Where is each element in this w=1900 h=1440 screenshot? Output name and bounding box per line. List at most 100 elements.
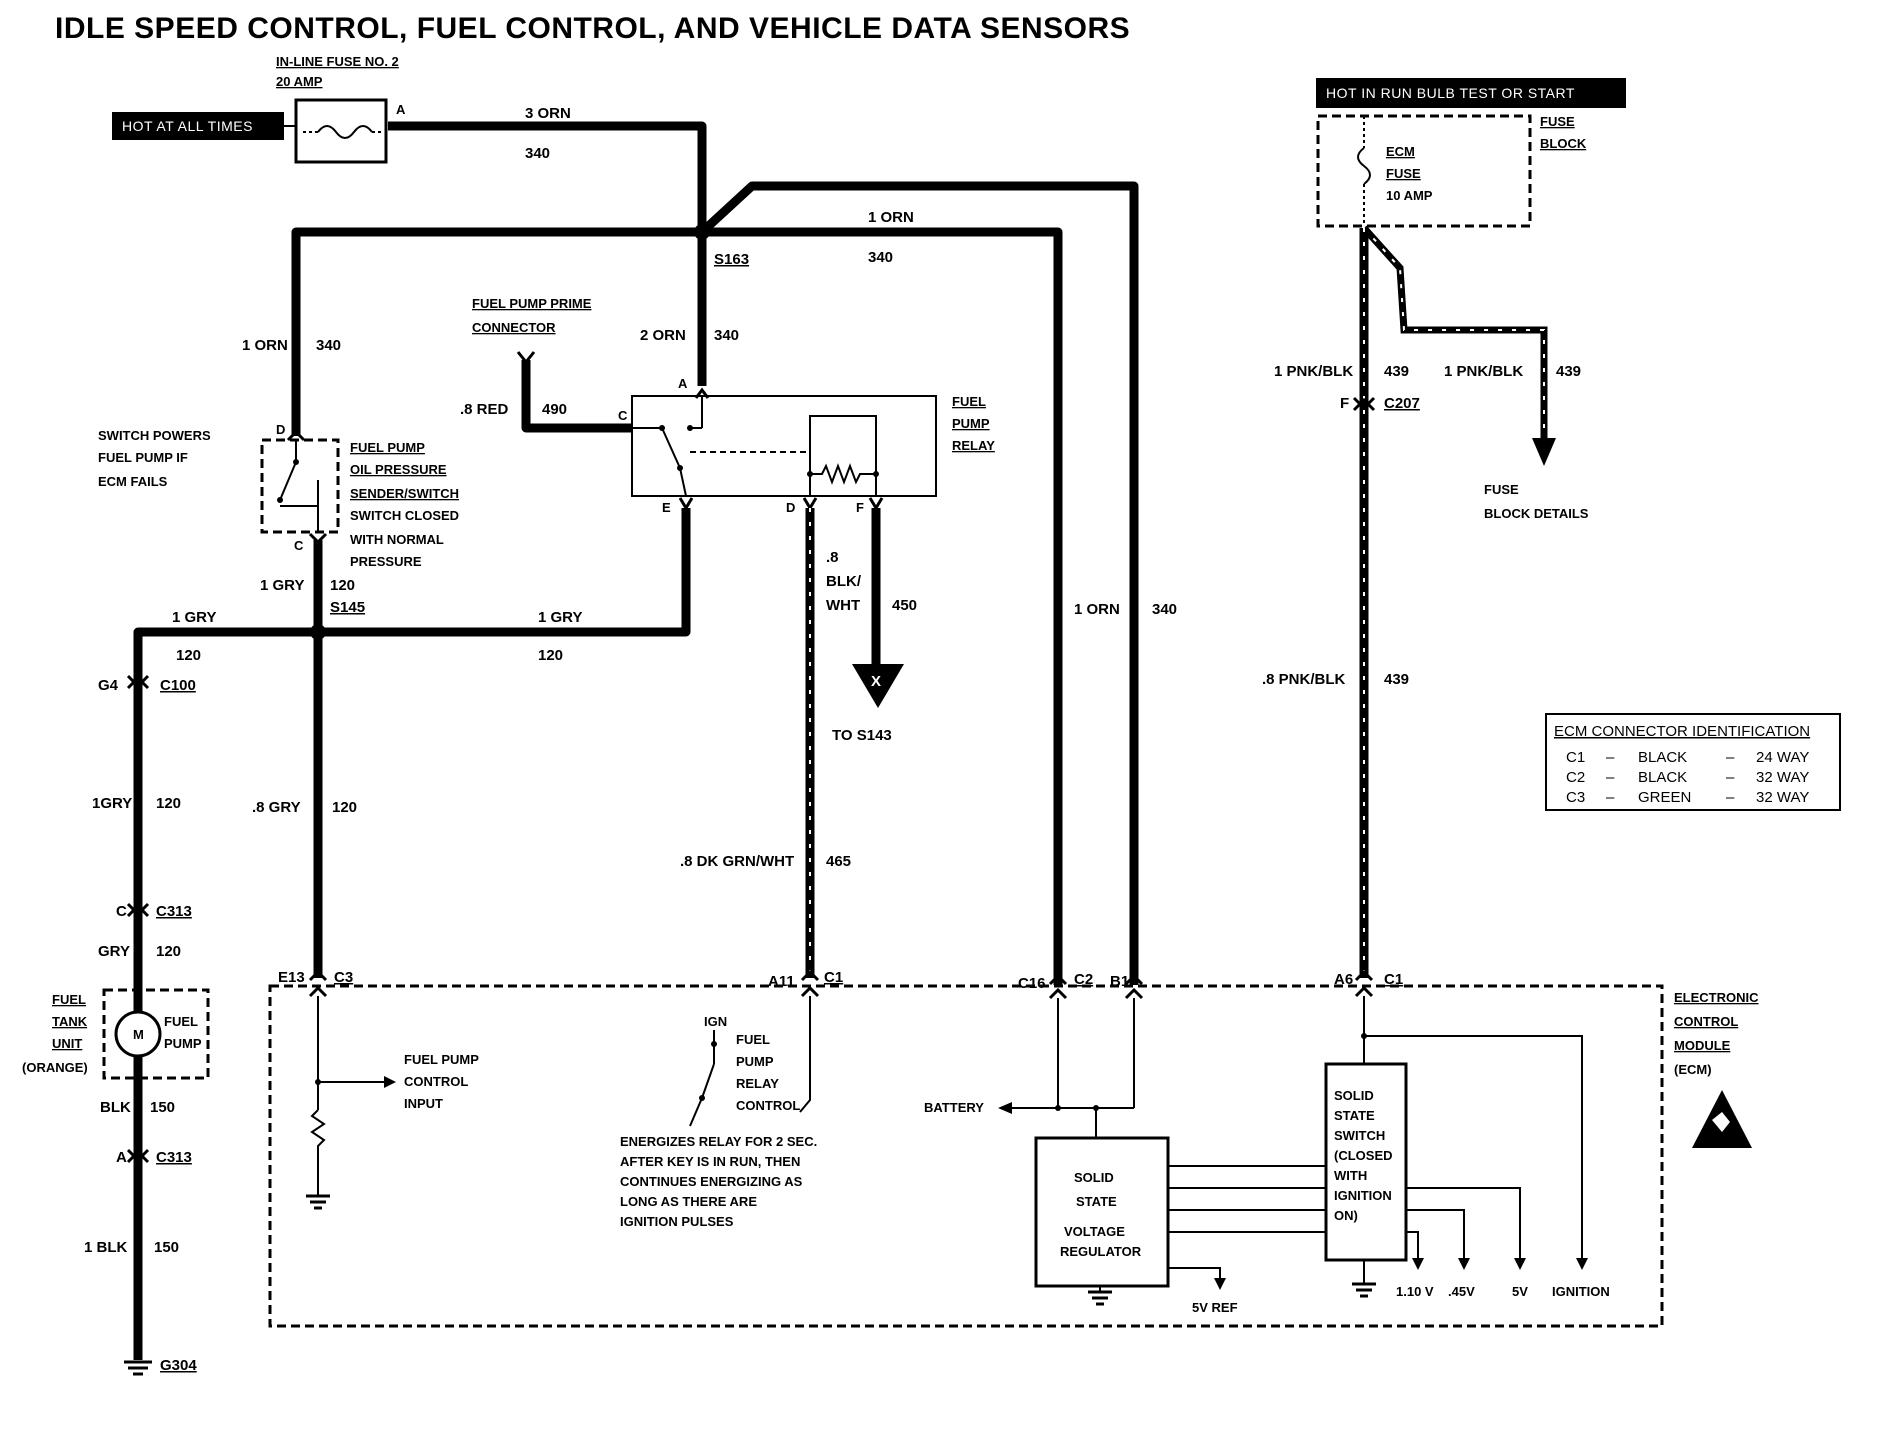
relay-label-2: PUMP [952,416,990,431]
fp-input-label-2: CONTROL [404,1074,468,1089]
ss-switch-label-3: SWITCH [1334,1128,1385,1143]
wire-340-top-label: 340 [868,249,893,266]
solid-state-switch [1324,1062,1408,1262]
relay-control-label-1: FUEL [736,1032,770,1047]
hot-in-run-label: HOT IN RUN BULB TEST OR START [1326,85,1575,101]
relay-control-label-2: PUMP [736,1054,774,1069]
wire-465-label: 465 [826,853,851,870]
wire-1gry-label: 1GRY [92,795,132,812]
svg-text:–: – [1606,749,1615,766]
fuse-block-details-label-2: BLOCK DETAILS [1484,506,1589,521]
output-5v-label: 5V [1512,1284,1528,1299]
ecm-pin-c3-label: C3 [334,969,353,986]
ss-switch-label-4: (CLOSED [1334,1148,1393,1163]
vreg-ground-icon [1088,1286,1112,1306]
wire-blk-label: BLK [100,1099,131,1116]
ecm-name-2: CONTROL [1674,1014,1738,1029]
fuse-block [1316,114,1532,228]
wire-450-label: 450 [892,597,917,614]
ecm-name-1: ELECTRONIC [1674,990,1759,1005]
wire-8-label: .8 [826,549,839,566]
svg-text:BLACK: BLACK [1638,749,1687,766]
hot-at-all-times-banner [112,112,284,140]
wire-8-pnk-blk-label: .8 PNK/BLK [1262,671,1346,688]
ecm-pin-a11-label: A11 [768,973,795,990]
hot-at-all-times-label: HOT AT ALL TIMES [122,118,253,134]
vreg-label-2: STATE [1076,1194,1117,1209]
wire-1-gry-relay [318,508,691,637]
inline-fuse-rating: 20 AMP [276,74,323,89]
oil-switch-contact [277,429,328,545]
fuel-pump-label-1: FUEL [164,1014,198,1029]
svg-text:–: – [1726,749,1735,766]
wire-340-left-label: 340 [316,337,341,354]
prime-connector-label-1: FUEL PUMP PRIME [472,296,592,311]
fuel-pump-label-2: PUMP [164,1036,202,1051]
wire-8-gry-label: .8 GRY [252,799,301,816]
fuel-tank-label-1: FUEL [52,992,86,1007]
fuse-block-details-label-1: FUSE [1484,482,1519,497]
wire-120-oil-label: 120 [330,577,355,594]
relay-coil [802,415,884,511]
output-45v [1406,1209,1470,1270]
oil-switch-desc-2: WITH NORMAL [350,532,444,547]
relay-label-1: FUEL [952,394,986,409]
output-5v [1406,1187,1526,1270]
ecm-name-3: MODULE [1674,1038,1731,1053]
ecm-table-row-1: C1 – BLACK – 24 WAY [1566,749,1809,766]
svg-text:C3: C3 [1566,789,1585,806]
ecm-pin-c1a-label: C1 [824,969,843,986]
relay-pin-f: F [856,500,864,515]
fuel-tank-label-3: UNIT [52,1036,82,1051]
wire-1-blk-label: 1 BLK [84,1239,128,1256]
wire-120-ecm-label: 120 [332,799,357,816]
svg-text:C2: C2 [1566,769,1585,786]
fuel-tank-label-2: TANK [52,1014,88,1029]
wire-439-c-label: 439 [1384,671,1409,688]
connector-g4: G4 [98,677,119,694]
ss-switch-label-2: STATE [1334,1108,1375,1123]
wire-8-red [521,360,632,433]
relay-control-label-3: RELAY [736,1076,779,1091]
relay-label-3: RELAY [952,438,995,453]
ecm-fuse-icon [1357,116,1371,226]
splice-s163-label: S163 [714,251,749,268]
vreg-label-1: SOLID [1074,1170,1114,1185]
output-1-10v [1406,1231,1424,1270]
wire-blk-wht-label-2: WHT [826,597,860,614]
fuel-tank-unit [102,988,210,1080]
ecm-pin-a6-label: A6 [1334,971,1353,988]
wire-340-2orn-label: 340 [714,327,739,344]
esd-warning-icon [1692,1090,1752,1148]
wire-1-orn-left [291,227,702,436]
ecm-table-row-3: C3 – GREEN – 32 WAY [1566,789,1809,806]
energize-note-3: CONTINUES ENERGIZING AS [620,1174,803,1189]
output-ignition-label: IGNITION [1552,1284,1610,1299]
ecm-fuse-label-2: FUSE [1386,166,1421,181]
connector-c207-pin: F [1340,395,1349,412]
inline-fuse-pin-a: A [396,102,406,117]
fuel-pump-motor-icon [114,1010,162,1058]
wire-1-orn-to-c16 [702,227,1063,985]
ecm-pin-c16-label: C16 [1018,975,1046,992]
voltage-regulator [1034,1136,1170,1288]
ss-switch-ground-icon [1352,1260,1376,1298]
oil-switch-desc-1: SWITCH CLOSED [350,508,459,523]
ecm-fuse-label-1: ECM [1386,144,1415,159]
wire-8-red-label: .8 RED [460,401,509,418]
energize-note-5: IGNITION PULSES [620,1214,734,1229]
wire-1-gry-to-pump [133,627,318,1360]
ign-label: IGN [704,1014,727,1029]
energize-note-2: AFTER KEY IS IN RUN, THEN [620,1154,800,1169]
wire-1-pnk-blk-a-label: 1 PNK/BLK [1274,363,1353,380]
wire-1-gry-oil-label: 1 GRY [260,577,304,594]
ground-g304-icon [124,1360,152,1376]
battery-label: BATTERY [924,1100,984,1115]
relay-pin-a: A [678,376,688,391]
relay-switch-contacts [632,387,810,511]
ecm-pin-c16 [1048,973,1068,1000]
ecm-connector-table [1545,713,1841,811]
oil-switch-note-1: SWITCH POWERS [98,428,211,443]
connector-c313-c-label: C313 [156,903,192,920]
